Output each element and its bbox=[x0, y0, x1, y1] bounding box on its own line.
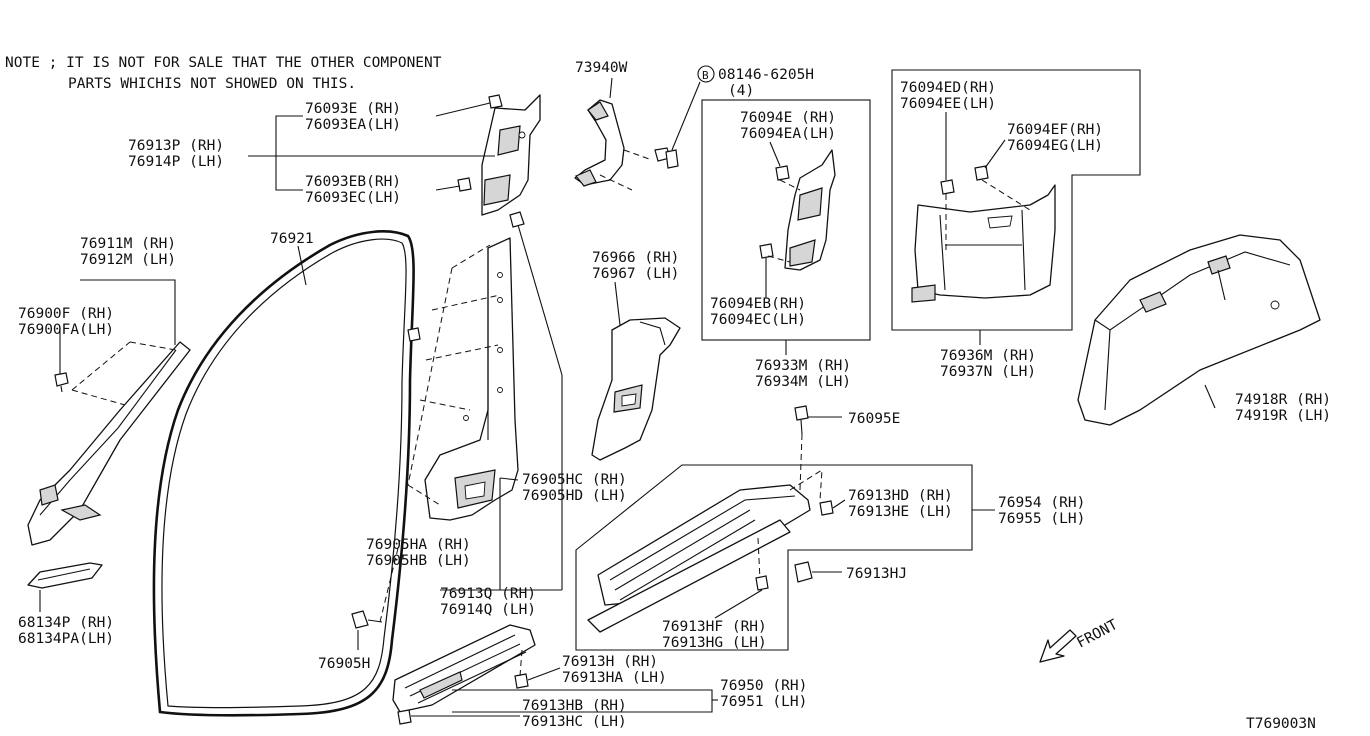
clip-76900f bbox=[54, 372, 69, 393]
label-76913hc: 76913HC (LH) bbox=[522, 714, 627, 730]
bolt-08146 bbox=[654, 147, 679, 169]
box-76954 bbox=[575, 464, 973, 651]
clip-76913hb bbox=[397, 709, 412, 725]
label-76950: 76950 (RH) bbox=[720, 678, 807, 694]
label-76913h: 76913H (RH) bbox=[562, 654, 658, 670]
clip-76913hj bbox=[794, 561, 813, 583]
label-76936m: 76936M (RH) bbox=[940, 348, 1036, 364]
label-76913ha: 76913HA (LH) bbox=[562, 670, 667, 686]
label-76094ed: 76094ED(RH) bbox=[900, 80, 996, 96]
label-76905ha: 76905HA (RH) bbox=[366, 537, 471, 553]
clip-76093e bbox=[488, 94, 503, 109]
label-76093eb: 76093EB(RH) bbox=[305, 174, 401, 190]
plate-68134p bbox=[27, 562, 103, 589]
label-76900f: 76900F (RH) bbox=[18, 306, 114, 322]
label-76093ec: 76093EC(LH) bbox=[305, 190, 401, 206]
label-76913hj: 76913HJ bbox=[846, 566, 907, 582]
bolt-marker: B bbox=[702, 69, 709, 82]
label-76933m: 76933M (RH) bbox=[755, 358, 851, 374]
diagram-id: T769003N bbox=[1246, 716, 1316, 732]
lower-center-pillar bbox=[424, 237, 519, 521]
label-76094ea: 76094EA(LH) bbox=[740, 126, 836, 142]
note-line-2: PARTS WHICHIS NOT SHOWED ON THIS. bbox=[68, 76, 356, 92]
label-76905h: 76905H bbox=[318, 656, 370, 672]
clip-pillar-left bbox=[407, 327, 421, 342]
note-line-1: NOTE ; IT IS NOT FOR SALE THAT THE OTHER… bbox=[5, 55, 442, 71]
label-76911m: 76911M (RH) bbox=[80, 236, 176, 252]
label-76094e: 76094E (RH) bbox=[740, 110, 836, 126]
clip-76913hd bbox=[819, 500, 834, 516]
box-76936m bbox=[891, 69, 1141, 331]
label-68134pa: 68134PA(LH) bbox=[18, 631, 114, 647]
label-76937n: 76937N (LH) bbox=[940, 364, 1036, 380]
label-74919r: 74919R (LH) bbox=[1235, 408, 1331, 424]
label-76913hf: 76913HF (RH) bbox=[662, 619, 767, 635]
label-76921: 76921 bbox=[270, 231, 314, 247]
label-76913hb: 76913HB (RH) bbox=[522, 698, 627, 714]
clip-b-pillar-top bbox=[509, 211, 525, 228]
front-kicking-plate bbox=[392, 624, 536, 713]
rear-kicking-plate bbox=[587, 484, 811, 633]
label-76954: 76954 (RH) bbox=[998, 495, 1085, 511]
label-76951: 76951 (LH) bbox=[720, 694, 807, 710]
clip-76094eb bbox=[759, 243, 774, 259]
clip-76093eb bbox=[457, 177, 472, 192]
clip-76094e bbox=[775, 165, 790, 181]
label-76913q: 76913Q (RH) bbox=[440, 586, 536, 602]
label-76934m: 76934M (LH) bbox=[755, 374, 851, 390]
rear-pillar-lower bbox=[591, 317, 681, 461]
label-73940w: 73940W bbox=[575, 60, 628, 76]
label-bolt-qty: (4) bbox=[728, 83, 754, 99]
label-08146: 08146-6205H bbox=[718, 67, 814, 83]
clip-76094ed bbox=[940, 179, 955, 195]
label-76900fa: 76900FA(LH) bbox=[18, 322, 114, 338]
label-76955: 76955 (LH) bbox=[998, 511, 1085, 527]
label-76094ee: 76094EE(LH) bbox=[900, 96, 996, 112]
rear-corner-trim bbox=[911, 184, 1056, 303]
label-68134p: 68134P (RH) bbox=[18, 615, 114, 631]
door-weatherstrip bbox=[152, 230, 415, 717]
label-76094eb: 76094EB(RH) bbox=[710, 296, 806, 312]
label-76093ea: 76093EA(LH) bbox=[305, 117, 401, 133]
label-76913he: 76913HE (LH) bbox=[848, 504, 953, 520]
assist-grip bbox=[574, 99, 625, 187]
label-76905hb: 76905HB (LH) bbox=[366, 553, 471, 569]
label-76914q: 76914Q (LH) bbox=[440, 602, 536, 618]
bracket-76093 bbox=[275, 115, 303, 191]
bracket-76950 bbox=[452, 689, 713, 713]
label-76914p: 76914P (LH) bbox=[128, 154, 224, 170]
label-76913hg: 76913HG (LH) bbox=[662, 635, 767, 651]
label-76913hd: 76913HD (RH) bbox=[848, 488, 953, 504]
label-76912m: 76912M (LH) bbox=[80, 252, 176, 268]
front-pillar-garnish bbox=[27, 341, 191, 546]
leader-76911m bbox=[80, 279, 176, 345]
front-label: FRONT bbox=[1074, 617, 1120, 652]
clip-76913hf bbox=[755, 575, 769, 591]
label-76905hd: 76905HD (LH) bbox=[522, 488, 627, 504]
label-76095e: 76095E bbox=[848, 411, 900, 427]
front-arrow-icon bbox=[1039, 629, 1077, 663]
label-76966: 76966 (RH) bbox=[592, 250, 679, 266]
label-74918r: 74918R (RH) bbox=[1235, 392, 1331, 408]
clip-76913h bbox=[514, 673, 529, 689]
label-76913p: 76913P (RH) bbox=[128, 138, 224, 154]
clip-76905h bbox=[351, 610, 383, 629]
leader-76921 bbox=[297, 245, 307, 286]
rear-wheelhouse-trim bbox=[1077, 234, 1321, 426]
upper-center-pillar bbox=[481, 94, 541, 216]
label-76905hc: 76905HC (RH) bbox=[522, 472, 627, 488]
clip-76095e bbox=[794, 405, 809, 435]
clip-76094ef bbox=[974, 165, 989, 181]
label-76094ec: 76094EC(LH) bbox=[710, 312, 806, 328]
quarter-upper-trim bbox=[784, 149, 836, 271]
label-76094ef: 76094EF(RH) bbox=[1007, 122, 1103, 138]
label-76093e: 76093E (RH) bbox=[305, 101, 401, 117]
label-76094eg: 76094EG(LH) bbox=[1007, 138, 1103, 154]
label-76967: 76967 (LH) bbox=[592, 266, 679, 282]
